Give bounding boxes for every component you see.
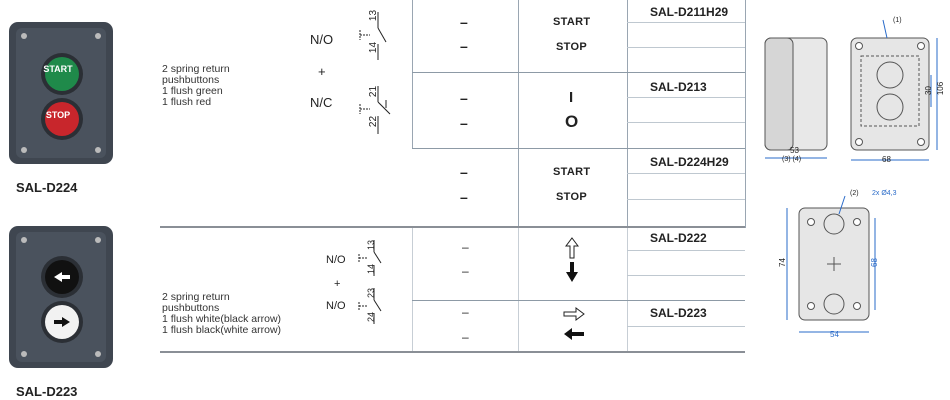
grid-line [627, 47, 745, 48]
dimension-drawing-2 [786, 195, 876, 333]
dim-68: 68 [882, 155, 891, 164]
left-arrow-solid-icon [564, 328, 584, 340]
dim-notes: (3) (4) [782, 156, 802, 163]
marking-1a: – [460, 14, 468, 30]
terminal-21: 21 [368, 85, 380, 98]
grid-line [627, 275, 745, 276]
terminal-23: 23 [366, 287, 377, 299]
dim-74: 74 [777, 258, 787, 267]
ref-sal-d224h29: SAL-D224H29 [650, 155, 729, 169]
up-arrow-outline-icon [565, 237, 579, 259]
right-arrow-outline-icon [563, 307, 585, 321]
grid-line [627, 173, 745, 174]
contact-nc-label: N/C [310, 95, 333, 110]
contact-plus: + [318, 64, 326, 79]
contact-no-label-1: N/O [326, 254, 346, 266]
dim-68b: 68 [869, 258, 879, 267]
ref-sal-d211h29: SAL-D211H29 [650, 5, 729, 19]
dim-53: 53 [790, 146, 799, 155]
dim-54: 54 [830, 330, 839, 339]
marking-4a: – [462, 240, 469, 254]
red-button-text: STOP [45, 110, 71, 120]
description-sal-d223: 2 spring return pushbuttons 1 flush whit… [162, 291, 282, 336]
terminal-22: 22 [368, 115, 380, 128]
function-start-2: START [553, 166, 591, 178]
callout-2: (2) [850, 190, 859, 197]
down-arrow-solid-icon [566, 262, 578, 282]
product-photo-sal-d223 [9, 226, 113, 368]
grid-line [627, 228, 628, 352]
function-start: START [553, 16, 591, 28]
section-divider [160, 351, 745, 353]
function-stop: STOP [556, 41, 587, 53]
grid-line [627, 250, 745, 251]
terminal-13b: 13 [366, 239, 377, 251]
terminal-13: 13 [368, 9, 380, 22]
arrow-icons-vertical [565, 237, 579, 282]
nc-contact-symbol [359, 86, 391, 134]
grid-line [412, 72, 745, 73]
grid-line [627, 97, 745, 98]
contact-plus-2: + [334, 278, 341, 290]
grid-line [627, 199, 745, 200]
function-stop-2: STOP [556, 191, 587, 203]
marking-5a: – [462, 305, 469, 319]
grid-line [518, 228, 519, 352]
terminal-14: 14 [368, 41, 380, 54]
callout-1: (1) [893, 17, 902, 24]
no-contact-symbol-2 [358, 288, 382, 324]
grid-line [627, 122, 745, 123]
marking-1b: – [460, 38, 468, 54]
no-contact-symbol [359, 12, 387, 60]
terminal-24: 24 [366, 311, 377, 323]
marking-2a: – [460, 90, 468, 106]
dim-30: 30 [923, 86, 933, 95]
contact-no-label: N/O [310, 32, 334, 47]
ref-sal-d213: SAL-D213 [650, 80, 707, 94]
marking-3b: – [460, 189, 468, 205]
image-label-sal-d224: SAL-D224 [16, 180, 78, 195]
no-contact-symbol-1 [358, 240, 382, 276]
marking-5b: – [462, 330, 469, 344]
grid-line [412, 148, 745, 149]
green-button-text: START [43, 64, 73, 74]
grid-line [627, 326, 745, 327]
grid-line [518, 0, 519, 228]
marking-4b: – [462, 264, 469, 278]
function-o: O [565, 112, 579, 131]
grid-line [627, 0, 628, 228]
image-label-sal-d223: SAL-D223 [16, 384, 78, 399]
dim-106: 106 [936, 81, 946, 96]
terminal-14b: 14 [366, 263, 377, 275]
grid-line [745, 0, 746, 228]
description-sal-d224: 2 spring return pushbuttons 1 flush gree… [162, 63, 230, 108]
section-divider [160, 226, 745, 228]
arrow-icons-horizontal [563, 307, 585, 340]
grid-line [412, 300, 745, 301]
grid-line [412, 228, 413, 352]
dim-holes: 2x Ø4,3 [872, 190, 897, 197]
ref-sal-d222: SAL-D222 [650, 231, 707, 245]
grid-line [627, 22, 745, 23]
function-i: I [569, 89, 574, 106]
product-photo-sal-d224 [9, 22, 113, 164]
marking-3a: – [460, 164, 468, 180]
ref-sal-d223: SAL-D223 [650, 306, 707, 320]
contact-no-label-2: N/O [326, 300, 346, 312]
marking-2b: – [460, 115, 468, 131]
dimension-drawing-1 [764, 19, 938, 161]
grid-line [412, 0, 413, 148]
